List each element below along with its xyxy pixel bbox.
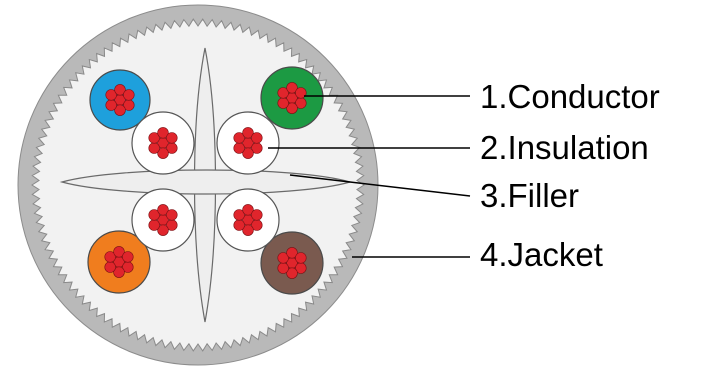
conductor-strand [242,224,254,236]
conductor-strand [148,142,160,154]
conductor-strand-bundle [233,204,263,236]
filler-cross-separator [59,47,353,323]
conductor-strand [157,127,169,139]
conductor-strand [286,247,298,259]
conductor-strand [166,132,178,144]
conductor-strand [105,99,117,111]
conductor-strand [277,87,289,99]
conductor-strand [277,97,289,109]
label-filler: 3.Filler [480,177,579,214]
conductor-strand-bundle [105,84,135,116]
conductor-strand [233,219,245,231]
conductor-strand [105,89,117,101]
conductor-strand [157,224,169,236]
conductor-strand [242,147,254,159]
conductor-strand [233,209,245,221]
conductor-strand [242,127,254,139]
conductor-strand [166,209,178,221]
conductor-strand [104,251,116,263]
conductor-strand [157,147,169,159]
conductor-strand [114,104,126,116]
conductor-strand [251,209,263,221]
conductor-strand [113,246,125,258]
conductor-strand [113,266,125,278]
conductor-strand-bundle [233,127,263,159]
conductor-strand [148,132,160,144]
conductor-strand [277,252,289,264]
label-insulation: 2.Insulation [480,129,649,166]
conductor-strand [286,102,298,114]
conductor-strand-bundle [277,82,307,114]
conductor-strand [233,142,245,154]
leader-line-filler [289,174,471,197]
conductor-strand [157,204,169,216]
conductor-strand [286,82,298,94]
conductor-strand [148,209,160,221]
conductor-strand [286,267,298,279]
conductor-strand-bundle [148,127,178,159]
conductor-strand [295,252,307,264]
conductor-strand [242,204,254,216]
conductor-strand [233,132,245,144]
conductor-strand-bundle [104,246,134,278]
label-conductor: 1.Conductor [480,78,660,115]
conductor-strands-group [104,82,307,279]
conductor-strand [148,219,160,231]
conductor-strand [114,84,126,96]
conductor-strand [295,87,307,99]
conductor-strand [104,261,116,273]
conductor-strand [122,251,134,263]
leader-lines [268,95,471,258]
conductor-strand-bundle [148,204,178,236]
conductor-strand [277,262,289,274]
conductor-strand [123,89,135,101]
label-jacket: 4.Jacket [480,236,603,273]
conductor-strand [251,132,263,144]
conductor-strand-bundle [277,247,307,279]
